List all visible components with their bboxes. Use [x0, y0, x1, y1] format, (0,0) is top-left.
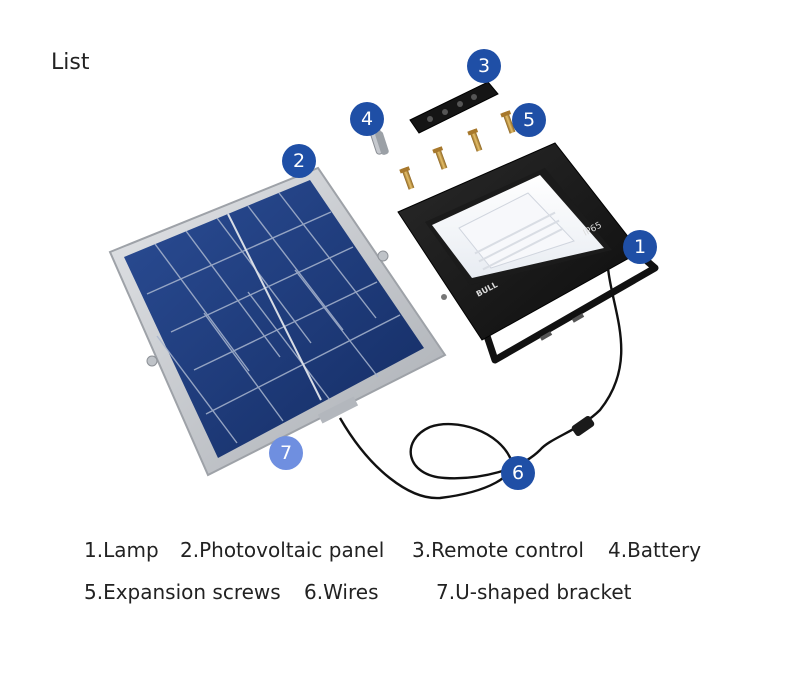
legend-battery: 4.Battery [608, 538, 702, 562]
photovoltaic-panel [108, 166, 447, 477]
badge-3-label: 3 [478, 55, 490, 77]
badge-2-label: 2 [293, 150, 305, 172]
badge-4: 4 [350, 102, 384, 136]
badge-1: 1 [623, 230, 657, 264]
badge-2: 2 [282, 144, 316, 178]
legend-panel: 2.Photovoltaic panel [180, 538, 385, 562]
remote-control [409, 81, 499, 134]
badge-7: 7 [269, 436, 303, 470]
badge-5: 5 [512, 103, 546, 137]
badge-5-label: 5 [523, 109, 535, 131]
legend-lamp: 1.Lamp [84, 538, 159, 562]
badge-1-label: 1 [634, 236, 646, 258]
wires [338, 267, 623, 500]
badge-7-label: 7 [280, 442, 292, 464]
badge-6-label: 6 [512, 462, 524, 484]
badge-6: 6 [501, 456, 535, 490]
badge-4-label: 4 [361, 108, 373, 130]
expansion-screws [399, 110, 516, 190]
legend-bracket: 7.U-shaped bracket [436, 580, 632, 604]
legend-remote: 3.Remote control [412, 538, 584, 562]
badge-3: 3 [467, 49, 501, 83]
lamp: IP65 BULL [397, 142, 659, 364]
page-title: List [51, 50, 90, 75]
legend-screws: 5.Expansion screws [84, 580, 281, 604]
legend-wires: 6.Wires [304, 580, 379, 604]
